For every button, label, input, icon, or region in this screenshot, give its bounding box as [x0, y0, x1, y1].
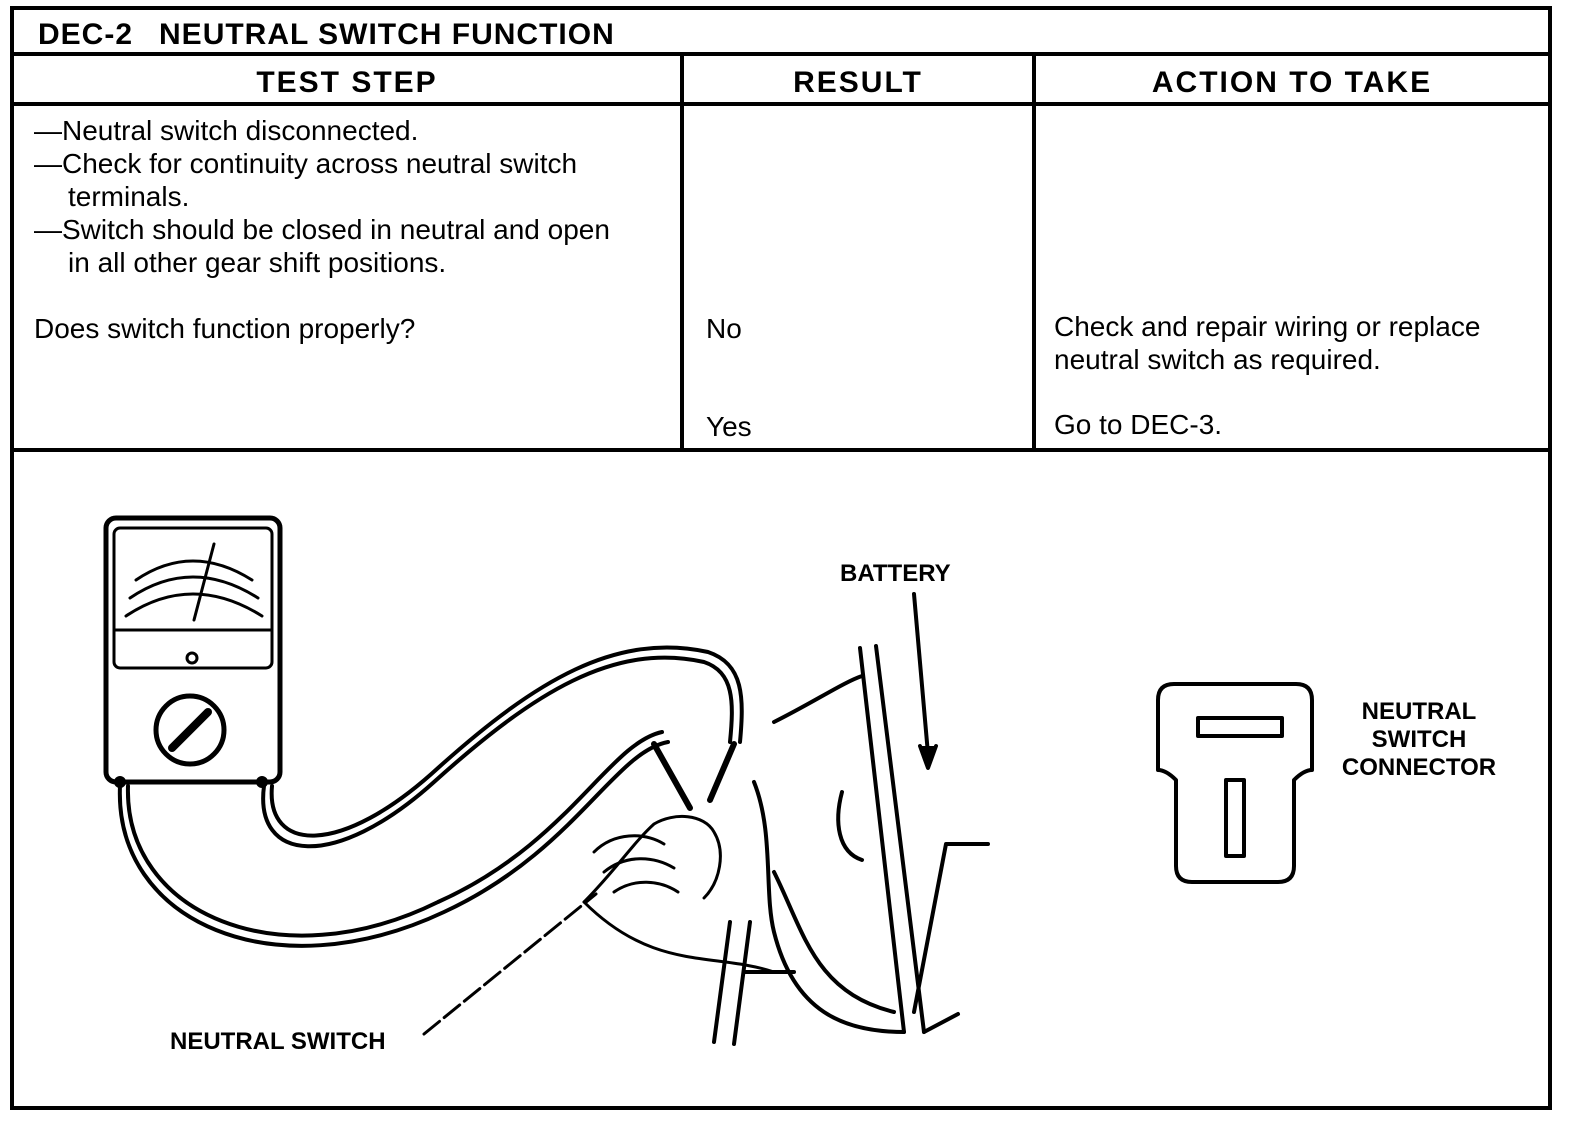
- connector-label-line: NEUTRAL: [1361, 698, 1477, 725]
- leader-line-icon: [422, 892, 598, 1036]
- result-no: No: [706, 313, 742, 344]
- header-action: ACTION TO TAKE: [1036, 60, 1548, 106]
- header-test-step: TEST STEP: [14, 60, 680, 106]
- battery-arrow-icon: [912, 592, 938, 770]
- action-no: Check and repair wiring or replace neutr…: [1054, 311, 1481, 375]
- test-lead-icon: [117, 645, 744, 948]
- result-yes: Yes: [706, 411, 752, 442]
- test-step-item: —Neutral switch disconnected.: [34, 115, 419, 146]
- section-title-text: NEUTRAL SWITCH FUNCTION: [159, 18, 615, 51]
- header-result: RESULT: [684, 60, 1032, 106]
- connector-label-line: CONNECTOR: [1341, 754, 1497, 781]
- ohmmeter-icon: [103, 515, 283, 788]
- test-illustration: BATTERY NEUTRAL SWITCH NEUTRAL SWITCH CO…: [14, 452, 1548, 1106]
- hand-icon: [582, 814, 776, 974]
- test-step-item: —Check for continuity across neutral swi…: [34, 148, 578, 212]
- column-divider: [1032, 56, 1036, 452]
- test-step-list: —Neutral switch disconnected. —Check for…: [34, 114, 614, 279]
- illustration-drawing: [103, 515, 1314, 1046]
- connector-label-line: SWITCH: [1371, 726, 1467, 753]
- row-divider: [14, 448, 1548, 452]
- transmission-housing-icon: [712, 644, 990, 1046]
- test-step-item: —Switch should be closed in neutral and …: [34, 214, 610, 278]
- section-code: DEC-2: [38, 18, 134, 51]
- column-divider: [680, 56, 684, 452]
- procedure-card: DEC-2 NEUTRAL SWITCH FUNCTION TEST STEP R…: [10, 6, 1552, 1110]
- neutral-switch-label: NEUTRAL SWITCH: [170, 1028, 386, 1055]
- action-yes: Go to DEC-3.: [1054, 409, 1223, 440]
- battery-label: BATTERY: [840, 560, 951, 587]
- test-question: Does switch function properly?: [34, 313, 416, 344]
- connector-icon: [1156, 682, 1314, 884]
- connector-label: NEUTRAL SWITCH CONNECTOR: [1334, 698, 1504, 782]
- section-title: DEC-2 NEUTRAL SWITCH FUNCTION: [14, 10, 1548, 56]
